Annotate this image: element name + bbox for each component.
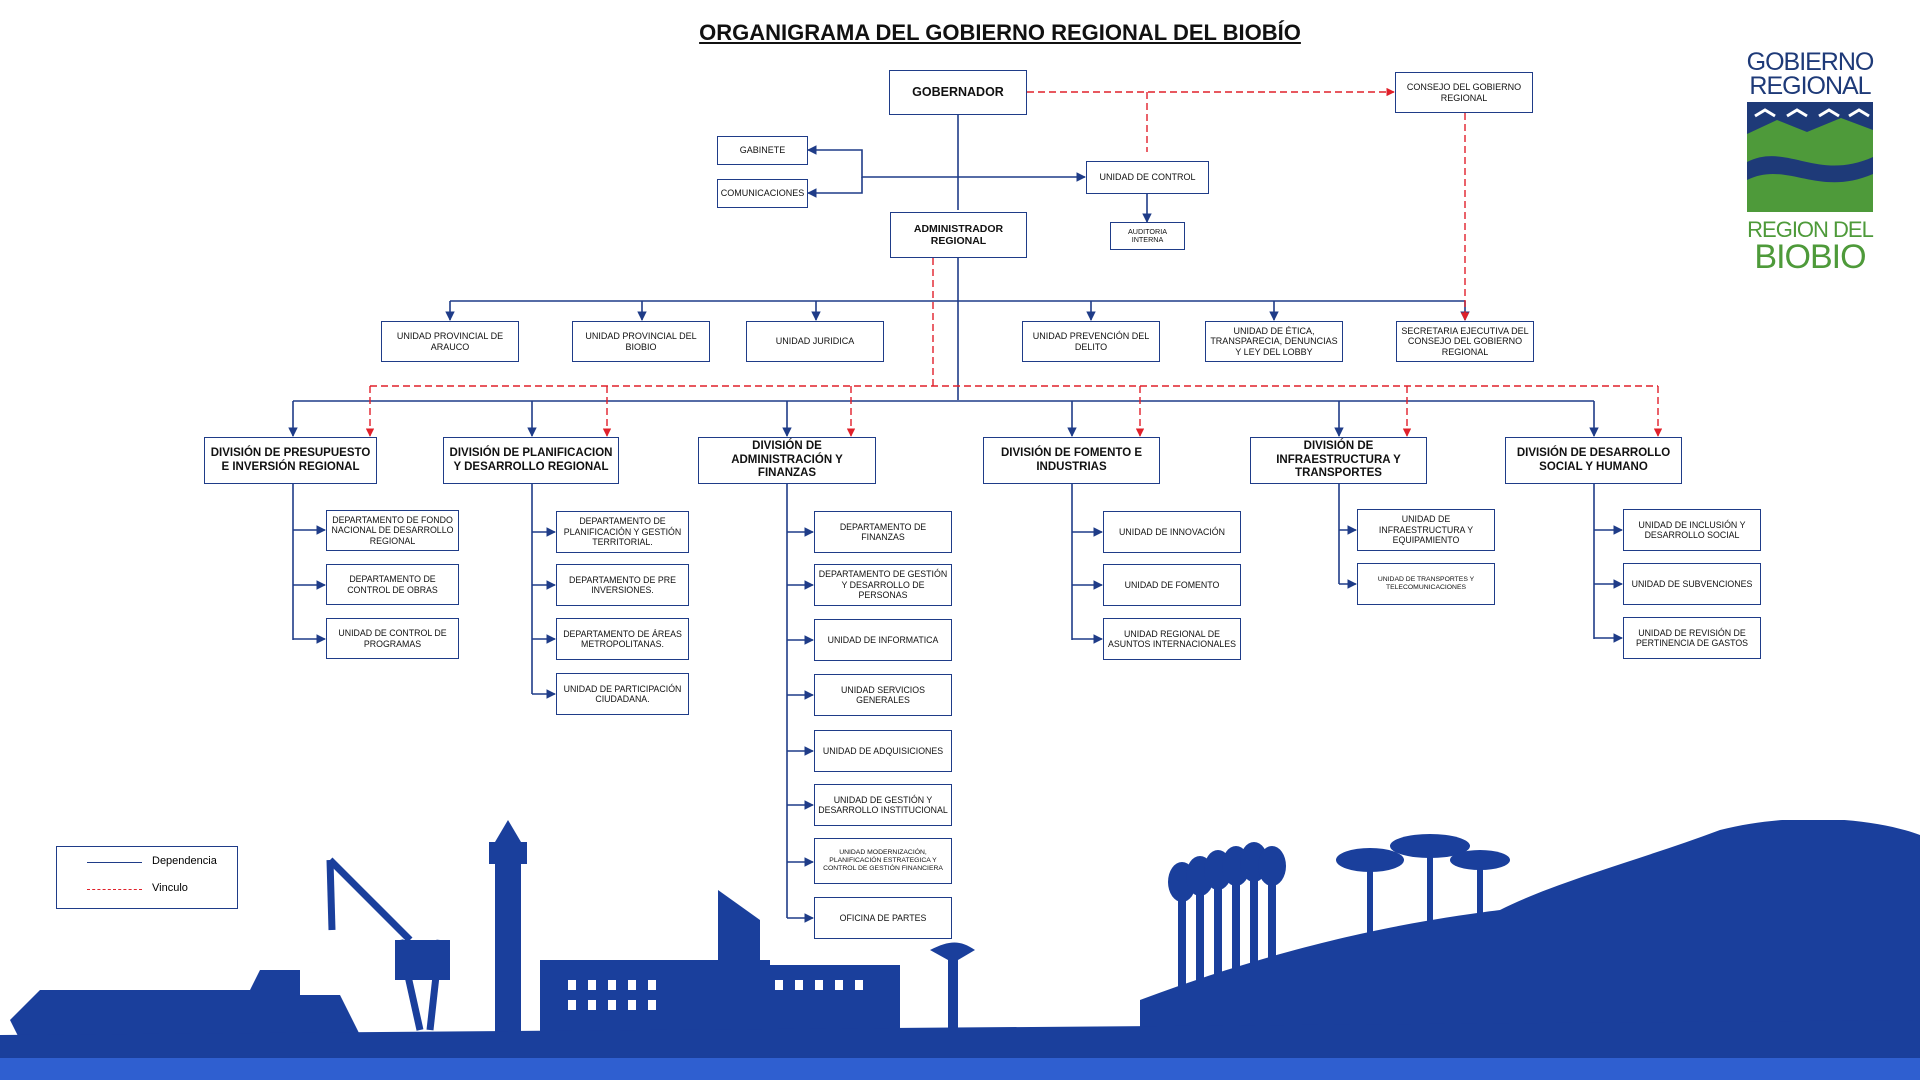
node-gobernador: GOBERNADOR: [889, 70, 1027, 115]
unit-informatica: UNIDAD DE INFORMATICA: [814, 619, 952, 661]
logo-text-regional: REGIONAL: [1749, 72, 1871, 100]
node-etica: UNIDAD DE ÉTICA, TRANSPARECIA, DENUNCIAS…: [1205, 321, 1343, 362]
line-to-comunicaciones: [807, 177, 863, 198]
node-biobio: UNIDAD PROVINCIAL DEL BIOBIO: [572, 321, 710, 362]
unit-infraestructura-equipamiento: UNIDAD DE INFRAESTRUCTURA Y EQUIPAMIENTO: [1357, 509, 1495, 551]
node-consejo: CONSEJO DEL GOBIERNO REGIONAL: [1395, 72, 1533, 113]
division-presupuesto: DIVISIÓN DE PRESUPUESTO E INVERSIÓN REGI…: [204, 437, 377, 484]
unit-servicios-generales: UNIDAD SERVICIOS GENERALES: [814, 674, 952, 716]
division-infraestructura: DIVISIÓN DE INFRAESTRUCTURA Y TRANSPORTE…: [1250, 437, 1427, 484]
unit-pre-inversiones: DEPARTAMENTO DE PRE INVERSIONES.: [556, 564, 689, 606]
unit-modernizacion: UNIDAD MODERNIZACIÓN, PLANIFICACIÓN ESTR…: [814, 838, 952, 884]
line-to-gabinete: [807, 145, 958, 178]
unit-fndr: DEPARTAMENTO DE FONDO NACIONAL DE DESARR…: [326, 510, 459, 551]
unit-planificacion-territorial: DEPARTAMENTO DE PLANIFICACIÓN Y GESTIÓN …: [556, 511, 689, 553]
node-prevencion: UNIDAD PREVENCIÓN DEL DELITO: [1022, 321, 1160, 362]
logo-text-gobierno: GOBIERNO: [1746, 48, 1875, 76]
unit-innovacion: UNIDAD DE INNOVACIÓN: [1103, 511, 1241, 553]
unit-fomento: UNIDAD DE FOMENTO: [1103, 564, 1241, 606]
node-juridica: UNIDAD JURIDICA: [746, 321, 884, 362]
unit-asuntos-internacionales: UNIDAD REGIONAL DE ASUNTOS INTERNACIONAL…: [1103, 618, 1241, 660]
unit-subvenciones: UNIDAD DE SUBVENCIONES: [1623, 563, 1761, 605]
node-administrador: ADMINISTRADOR REGIONAL: [890, 212, 1027, 258]
logo-text-biobio: BIOBIO: [1754, 238, 1866, 276]
trees-group: [1168, 834, 1510, 1000]
building-windows: [568, 980, 863, 1010]
division-administracion: DIVISIÓN DE ADMINISTRACIÓN Y FINANZAS: [698, 437, 876, 484]
legend-dashed-label: Vinculo: [152, 882, 188, 894]
unit-inclusion-desarrollo: UNIDAD DE INCLUSIÓN Y DESARROLLO SOCIAL: [1623, 509, 1761, 551]
page-title: ORGANIGRAMA DEL GOBIERNO REGIONAL DEL BI…: [699, 20, 1301, 45]
unit-adquisiciones: UNIDAD DE ADQUISICIONES: [814, 730, 952, 772]
unit-control-obras: DEPARTAMENTO DE CONTROL DE OBRAS: [326, 564, 459, 605]
logo-text-region: REGION DEL: [1747, 217, 1874, 242]
lighthouse-group: [489, 820, 527, 1040]
unit-control-programas: UNIDAD DE CONTROL DE PROGRAMAS: [326, 618, 459, 659]
unit-areas-metropolitanas: DEPARTAMENTO DE ÁREAS METROPOLITANAS.: [556, 618, 689, 660]
hills-shape: [1140, 820, 1920, 1080]
division-planificacion: DIVISIÓN DE PLANIFICACION Y DESARROLLO R…: [443, 437, 619, 484]
node-unidad-control: UNIDAD DE CONTROL: [1086, 161, 1209, 194]
unit-participacion-ciudadana: UNIDAD DE PARTICIPACIÓN CIUDADANA.: [556, 673, 689, 715]
unit-revision-gastos: UNIDAD DE REVISIÓN DE PERTINENCIA DE GAS…: [1623, 617, 1761, 659]
node-arauco: UNIDAD PROVINCIAL DE ARAUCO: [381, 321, 519, 362]
unit-transportes-telecomunicaciones: UNIDAD DE TRANSPORTES Y TELECOMUNICACION…: [1357, 563, 1495, 605]
node-comunicaciones: COMUNICACIONES: [717, 179, 808, 208]
unit-oficina-partes: OFICINA DE PARTES: [814, 897, 952, 939]
landscape-silhouette: [0, 820, 1920, 1080]
node-secretaria: SECRETARIA EJECUTIVA DEL CONSEJO DEL GOB…: [1396, 321, 1534, 362]
node-gabinete: GABINETE: [717, 136, 808, 165]
unit-gestion-institucional: UNIDAD DE GESTIÓN Y DESARROLLO INSTITUCI…: [814, 784, 952, 826]
logo-emblem: [1747, 102, 1873, 212]
legend: Dependencia Vinculo: [56, 846, 238, 909]
division-fomento: DIVISIÓN DE FOMENTO E INDUSTRIAS: [983, 437, 1160, 484]
unit-finanzas: DEPARTAMENTO DE FINANZAS: [814, 511, 952, 553]
legend-dashed-line: [87, 889, 142, 890]
water-shape: [0, 1058, 1920, 1080]
gobierno-regional-logo: GOBIERNO REGIONAL REGION DEL BIOBIO: [1740, 42, 1880, 282]
division-desarrollo-social: DIVISIÓN DE DESARROLLO SOCIAL Y HUMANO: [1505, 437, 1682, 484]
node-auditoria: AUDITORIA INTERNA: [1110, 222, 1185, 250]
legend-solid-line: [87, 862, 142, 863]
unit-gestion-personas: DEPARTAMENTO DE GESTIÓN Y DESARROLLO DE …: [814, 564, 952, 606]
legend-solid-label: Dependencia: [152, 855, 217, 867]
ship-shape: [10, 970, 360, 1040]
